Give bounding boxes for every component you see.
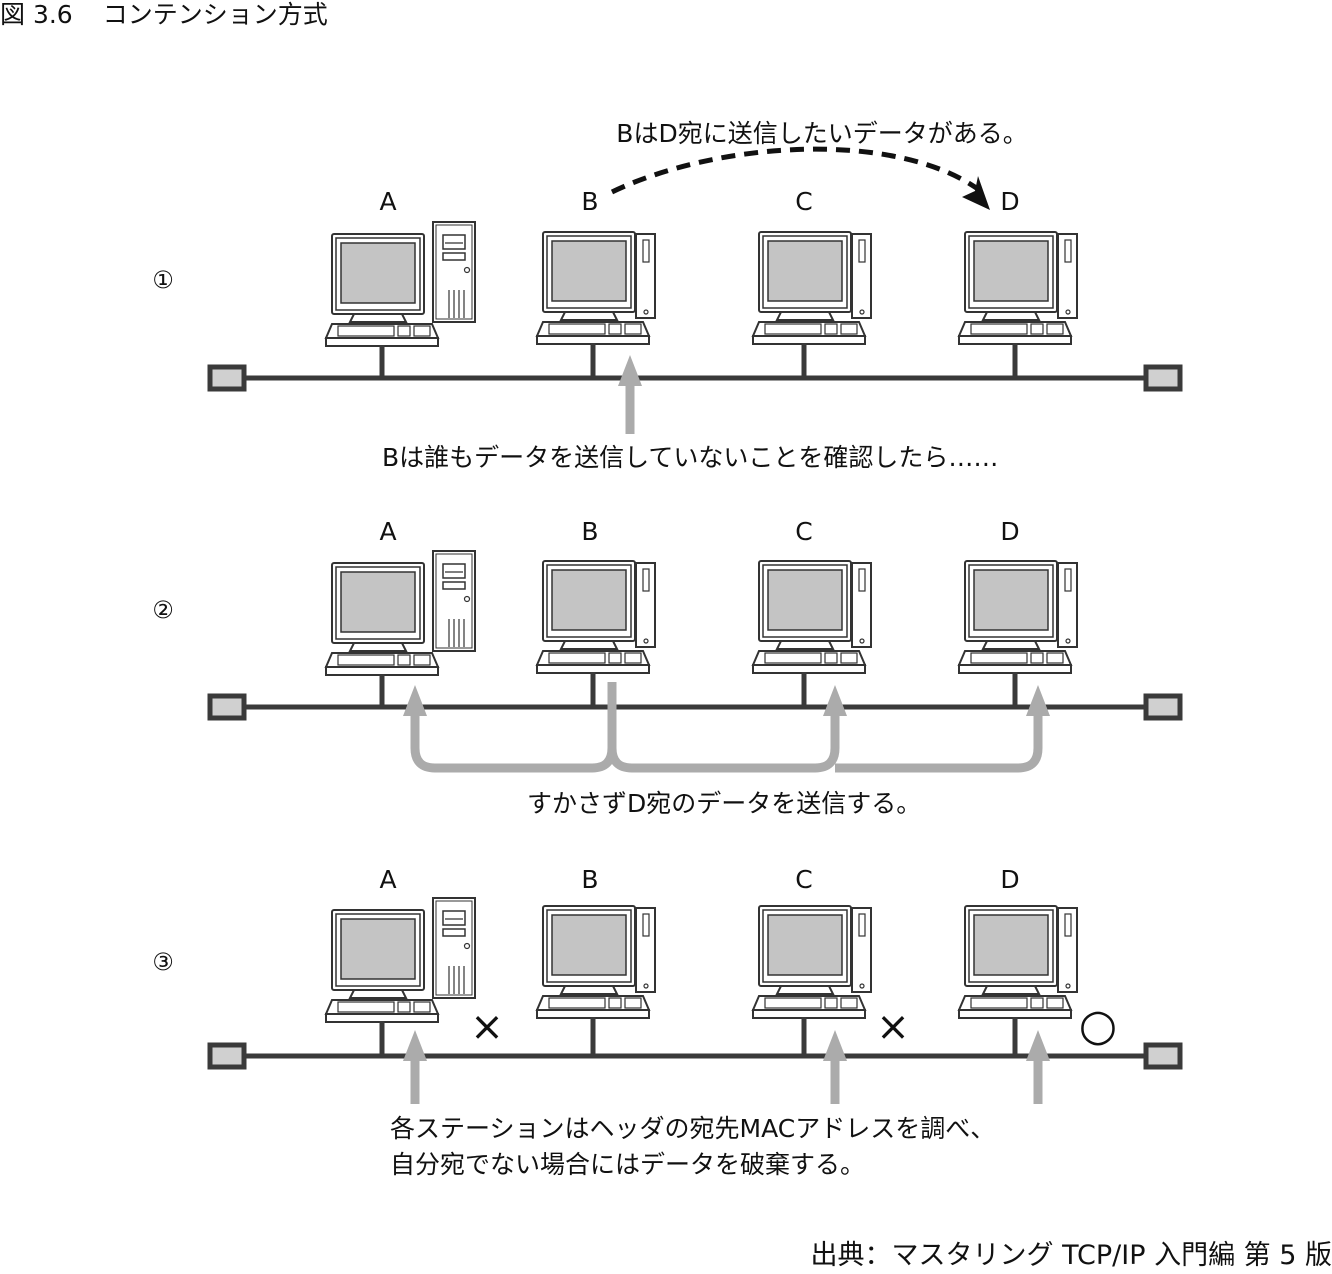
step-1-caption-bottom: Bは誰もデータを送信していないことを確認したら…… — [382, 443, 998, 472]
figure-number: 図 3.6 — [0, 0, 73, 29]
desktop-computer-icon — [752, 905, 872, 1019]
arrowhead-icon — [823, 685, 847, 716]
desktop-computer-icon — [536, 905, 656, 1019]
node-a-label: A — [379, 187, 396, 216]
node-c-label: C — [795, 865, 812, 894]
node-a-label: A — [379, 865, 396, 894]
step-1: ① A B C D BはD宛に送信したいデータがある。 Bは誰もデータを送信して… — [152, 119, 1180, 472]
figure-title: 図 3.6 コンテンション方式 — [0, 0, 328, 30]
node-d-label: D — [1000, 517, 1019, 546]
node-a-label: A — [379, 517, 396, 546]
bus-terminator-icon — [210, 1045, 244, 1067]
desktop-computer-icon — [958, 905, 1078, 1019]
bus-terminator-icon — [1146, 1045, 1180, 1067]
step-1-caption-top: BはD宛に送信したいデータがある。 — [616, 119, 1027, 148]
node-b-label: B — [581, 187, 598, 216]
bus-terminator-icon — [1146, 367, 1180, 389]
dashed-arrow — [610, 146, 984, 195]
step-1-marker: ① — [152, 266, 174, 294]
desktop-computer-icon — [752, 231, 872, 345]
arrowhead-icon — [823, 1030, 847, 1061]
desktop-computer-icon — [536, 231, 656, 345]
node-b-label: B — [581, 517, 598, 546]
source-credit: 出典：マスタリング TCP/IP 入門編 第 5 版 — [810, 1240, 1332, 1271]
node-c-label: C — [795, 517, 812, 546]
desktop-computer-with-tower-icon — [325, 550, 476, 676]
desktop-computer-with-tower-icon — [325, 221, 476, 347]
bus-terminator-icon — [210, 696, 244, 718]
step-3-caption-line2: 自分宛でない場合にはデータを破棄する。 — [390, 1150, 865, 1179]
arrowhead-icon — [1026, 685, 1050, 716]
arrowhead-icon — [403, 1030, 427, 1061]
arrowhead-icon — [1026, 1030, 1050, 1061]
discard-mark: × — [876, 1004, 910, 1050]
bus-terminator-icon — [1146, 696, 1180, 718]
step-3-marker: ③ — [152, 948, 174, 976]
node-d-label: D — [1000, 187, 1019, 216]
figure-caption: コンテンション方式 — [102, 0, 328, 29]
desktop-computer-with-tower-icon — [325, 897, 476, 1023]
broadcast-arrows — [410, 682, 1043, 773]
arrowhead-icon — [618, 355, 642, 386]
node-d-label: D — [1000, 865, 1019, 894]
desktop-computer-icon — [536, 560, 656, 674]
step-3: ③ A B C D × × ○ 各ステーションはヘッダの宛先MACアドレスを調べ… — [152, 865, 1180, 1179]
step-3-caption-line1: 各ステーションはヘッダの宛先MACアドレスを調べ、 — [390, 1114, 995, 1143]
bus-terminator-icon — [210, 367, 244, 389]
desktop-computer-icon — [958, 560, 1078, 674]
step-2: ② A B C D すかさずD宛のデータを送信する。 — [152, 517, 1180, 818]
arrowhead-icon — [403, 685, 427, 716]
node-b-label: B — [581, 865, 598, 894]
step-2-marker: ② — [152, 596, 174, 624]
step-2-caption: すかさずD宛のデータを送信する。 — [527, 789, 921, 818]
arrowhead-icon — [962, 176, 990, 210]
desktop-computer-icon — [752, 560, 872, 674]
node-c-label: C — [795, 187, 812, 216]
accept-mark: ○ — [1079, 1000, 1117, 1051]
desktop-computer-icon — [958, 231, 1078, 345]
discard-mark: × — [470, 1004, 504, 1050]
